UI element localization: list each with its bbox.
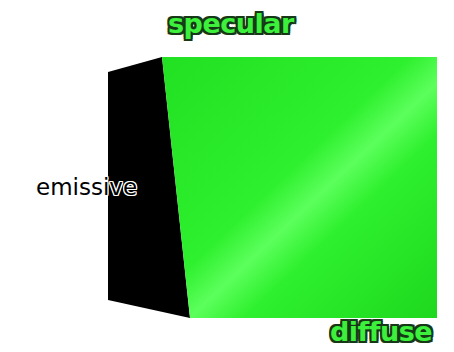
cube-front-face	[162, 57, 437, 318]
diffuse-label: diffuse	[330, 316, 432, 347]
emissive-label: emissive	[36, 174, 137, 200]
specular-label: specular	[168, 8, 294, 39]
